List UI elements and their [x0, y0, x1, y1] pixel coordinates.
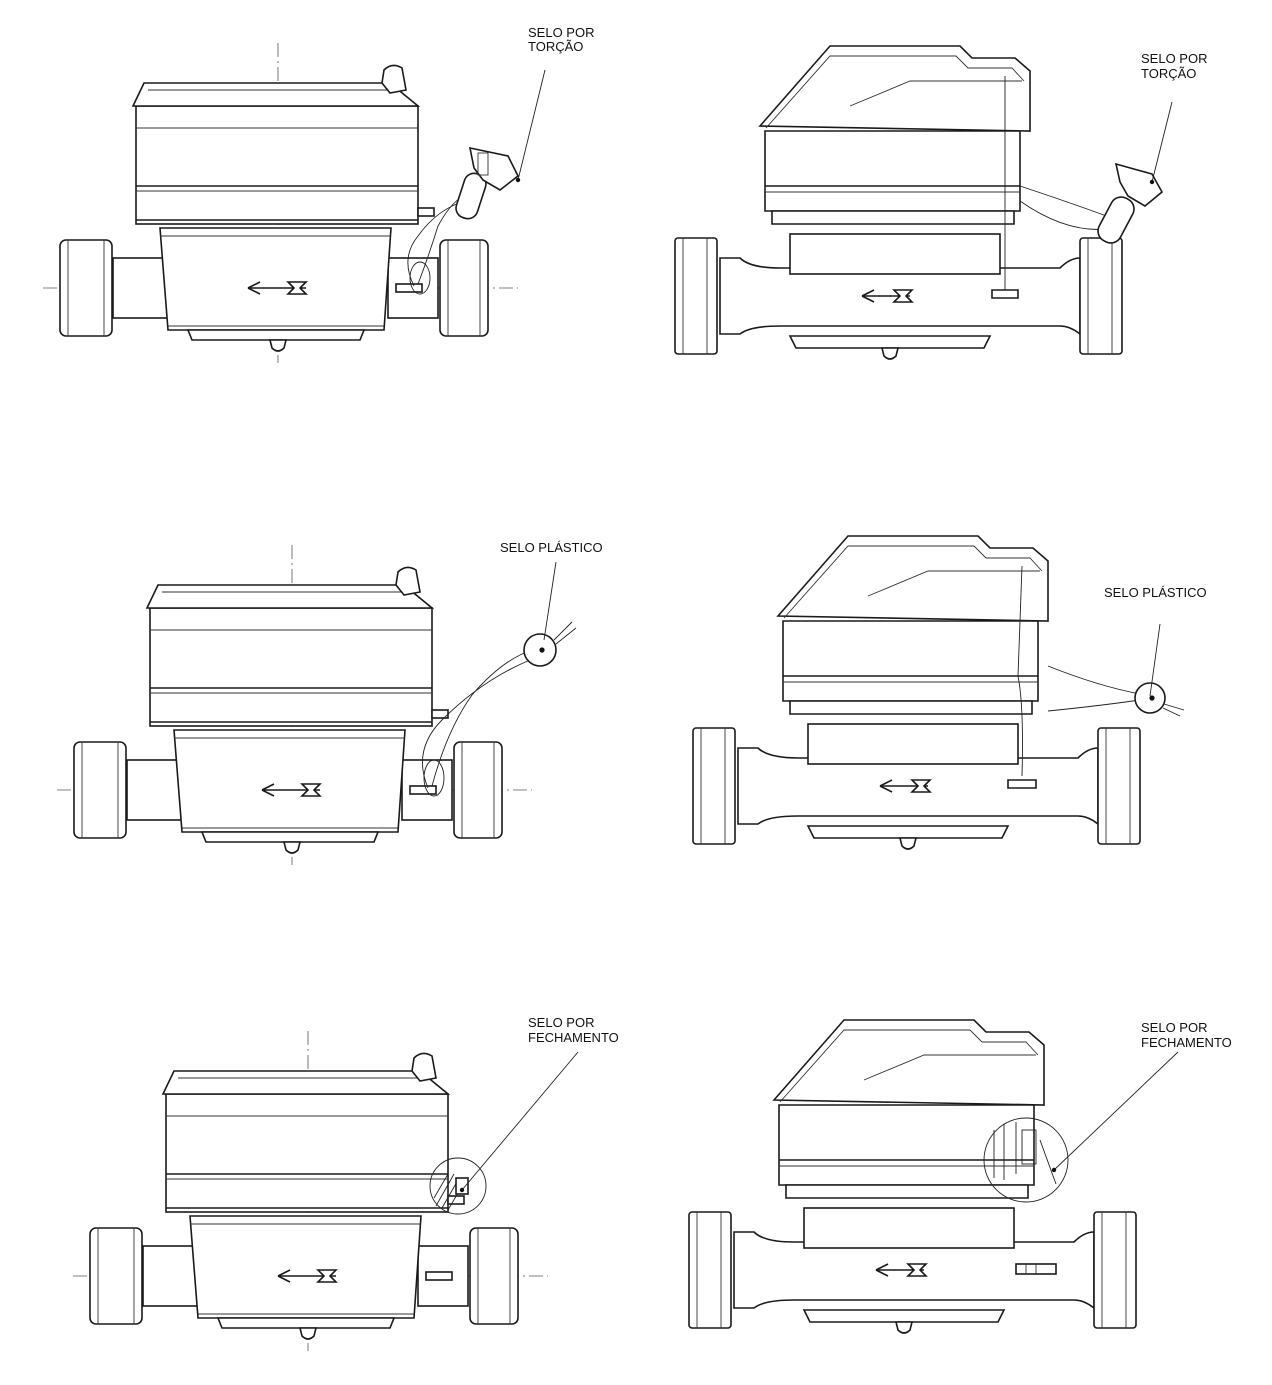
label-closure-seal-left: SELO POR FECHAMENTO — [528, 1015, 619, 1045]
meter-side-plastic-seal — [692, 535, 1185, 850]
meter-front-twist-seal — [42, 42, 520, 364]
twist-seal-icon — [455, 146, 520, 220]
leader-line — [517, 69, 546, 181]
label-twist-seal-left: SELO POR TORÇÃO — [528, 25, 598, 54]
leader-line — [543, 561, 557, 641]
leader-line — [1151, 101, 1173, 183]
meter-front-closure-seal — [72, 1030, 549, 1352]
label-closure-seal-right: SELO POR FECHAMENTO — [1141, 1020, 1232, 1050]
leader-line — [461, 1051, 579, 1191]
plastic-seal-icon — [523, 621, 577, 667]
leader-line — [1053, 1051, 1179, 1171]
label-plastic-seal-right: SELO PLÁSTICO — [1104, 585, 1207, 600]
leader-line — [1149, 623, 1161, 697]
plastic-seal-icon — [1134, 682, 1185, 717]
label-twist-seal-right: SELO POR TORÇÃO — [1141, 51, 1211, 81]
meter-side-twist-seal — [674, 45, 1164, 360]
meter-front-plastic-seal — [56, 544, 577, 866]
twist-seal-icon — [1097, 162, 1164, 244]
label-plastic-seal-left: SELO PLÁSTICO — [500, 540, 603, 555]
meter-side-closure-seal — [688, 1019, 1137, 1334]
